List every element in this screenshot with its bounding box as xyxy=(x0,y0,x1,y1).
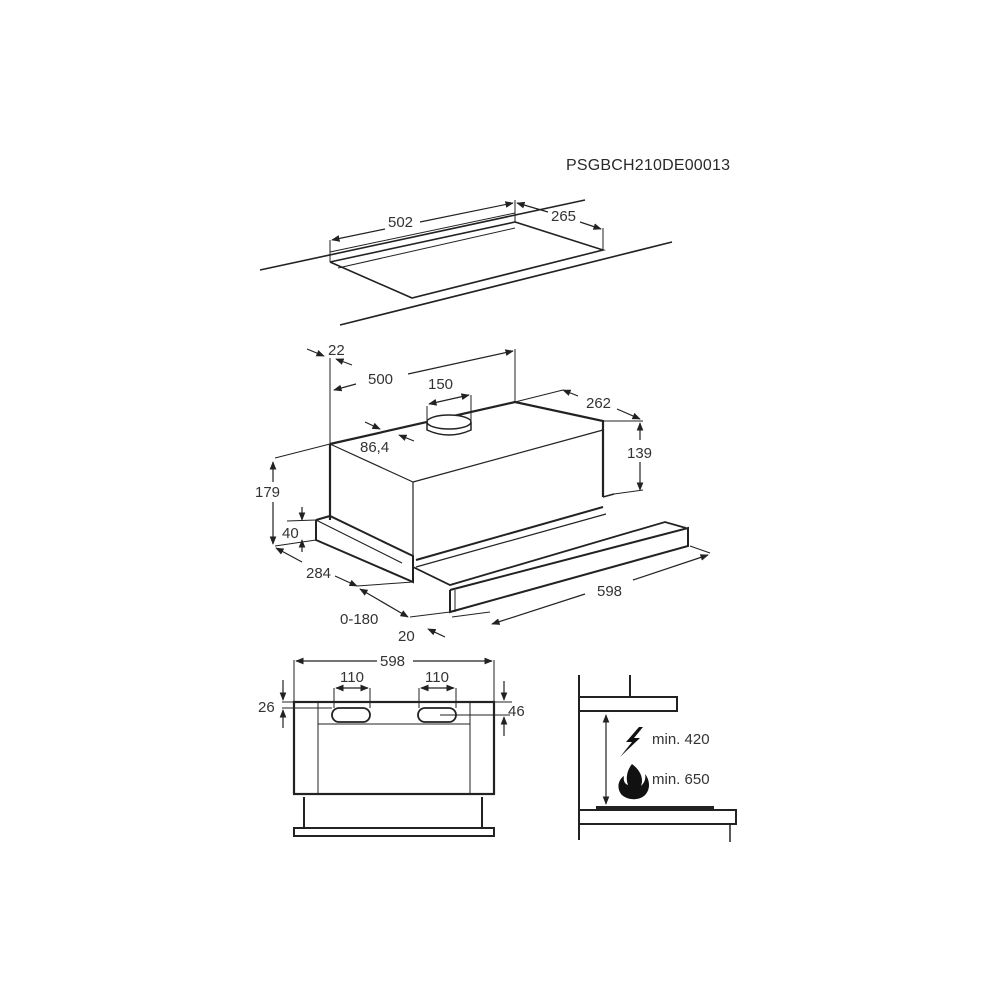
body-height-label: 139 xyxy=(627,445,652,462)
panel-height-label: 40 xyxy=(282,525,299,542)
cutout-depth-label: 265 xyxy=(551,208,576,225)
front-width-label: 598 xyxy=(380,653,405,670)
model-code: PSGBCH210DE00013 xyxy=(566,157,731,174)
total-depth-label: 284 xyxy=(306,565,331,582)
slot-top-label: 26 xyxy=(258,699,275,716)
hood-3d-diagram xyxy=(269,348,711,638)
electric-clearance-label: min. 420 xyxy=(652,731,710,748)
outlet-offset-label: 86,4 xyxy=(360,439,389,456)
body-depth-label: 262 xyxy=(586,395,611,412)
cutout-diagram xyxy=(259,199,673,326)
total-height-label: 179 xyxy=(255,484,280,501)
front-view-diagram xyxy=(279,657,512,837)
front-offset-label: 20 xyxy=(398,628,415,645)
body-width-label: 500 xyxy=(368,371,393,388)
cutout-width-label: 502 xyxy=(388,214,413,231)
gas-clearance-label: min. 650 xyxy=(652,771,710,788)
slot-left-width-label: 110 xyxy=(340,669,364,686)
drawer-travel-label: 0-180 xyxy=(340,611,378,628)
total-width-label: 598 xyxy=(597,583,622,600)
lightning-icon xyxy=(620,727,643,757)
slot-height-label: 46 xyxy=(508,703,525,720)
offset-back-label: 22 xyxy=(328,342,345,359)
flame-icon xyxy=(618,764,649,800)
outlet-diameter-label: 150 xyxy=(428,376,453,393)
slot-right-width-label: 110 xyxy=(425,669,449,686)
clearance-diagram xyxy=(578,675,737,842)
